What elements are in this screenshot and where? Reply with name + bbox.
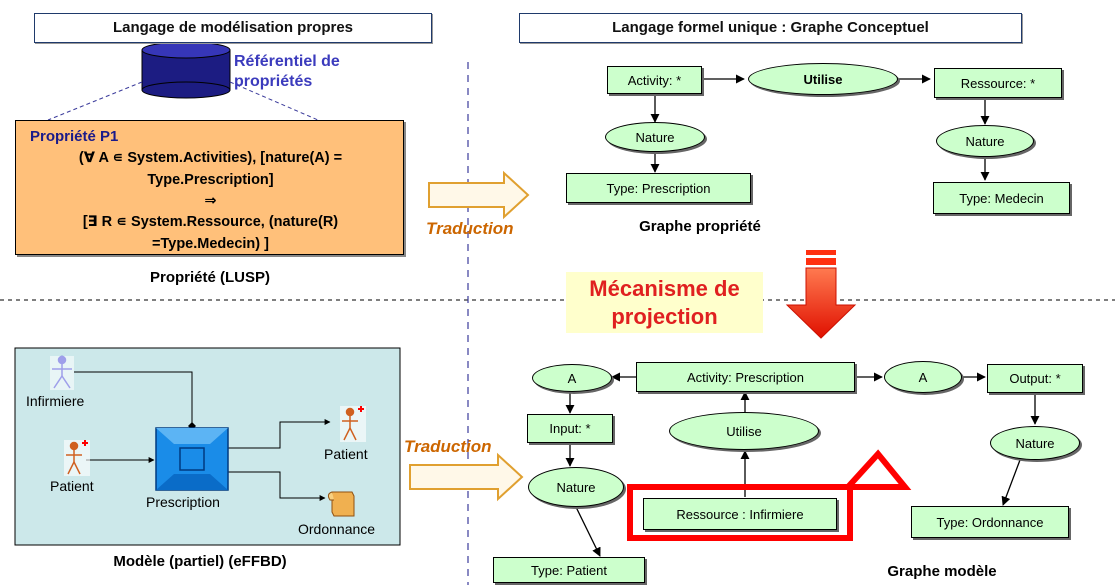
right-header: Langage formel unique : Graphe Conceptue… [519, 13, 1022, 43]
pg-nature-node-right: Nature [936, 125, 1034, 157]
effbd-patient-out-label: Patient [324, 446, 368, 462]
traduction-label-top: Traduction [426, 219, 514, 238]
pg-type-prescription-node: Type: Prescription [566, 173, 751, 203]
property-box: Propriété P1 (∀ A ∊ System.Activities), … [15, 120, 404, 255]
traduction-arrow-bottom [409, 452, 524, 502]
traduction-arrow-top [428, 170, 530, 220]
infirmiere-actor-icon [50, 355, 74, 390]
model-caption: Modèle (partiel) (eFFBD) [113, 553, 287, 570]
effbd-prescription-label: Prescription [146, 494, 220, 510]
mg-ressource-node: Ressource : Infirmiere [643, 498, 837, 530]
pg-activity-node: Activity: * [607, 66, 702, 94]
graphe-propriete-caption: Graphe propriété [639, 218, 761, 235]
highlight-frame [627, 484, 853, 541]
mg-output-node: Output: * [987, 364, 1083, 393]
mg-nature-node-left: Nature [528, 467, 624, 507]
property-title: Propriété P1 [30, 128, 119, 145]
mg-type-ordonnance-node: Type: Ordonnance [911, 506, 1069, 538]
pg-nature-node-left: Nature [605, 122, 705, 152]
mg-activity-node: Activity: Prescription [636, 362, 855, 392]
mg-a-node-right: A [884, 361, 962, 393]
projection-arrow [785, 250, 857, 339]
alert-triangle [841, 449, 912, 490]
left-header: Langage de modélisation propres [34, 13, 432, 43]
mg-nature-node-right: Nature [990, 426, 1080, 460]
effbd-patient-in-label: Patient [50, 478, 94, 494]
pg-utilise-node: Utilise [748, 63, 898, 95]
mg-type-patient-node: Type: Patient [493, 557, 645, 583]
graphe-modele-caption: Graphe modèle [887, 563, 997, 580]
property-formula: (∀ A ∊ System.Activities), [nature(A) = … [78, 150, 343, 252]
ordonnance-document-icon [327, 491, 355, 517]
pg-type-medecin-node: Type: Medecin [933, 182, 1070, 214]
mg-a-node-left: A [532, 364, 612, 392]
patient-actor-icon [64, 440, 90, 476]
effbd-ordonnance-label: Ordonnance [298, 521, 376, 537]
traduction-label-bottom: Traduction [404, 437, 492, 456]
prescription-function-icon [155, 427, 229, 491]
pg-ressource-node: Ressource: * [934, 68, 1062, 98]
mg-input-node: Input: * [527, 414, 613, 443]
effbd-infirmiere-label: Infirmiere [26, 393, 85, 409]
referentiel-label: Référentiel de propriétés [234, 53, 340, 90]
mg-utilise-node: Utilise [669, 412, 819, 450]
property-caption: Propriété (LUSP) [149, 269, 270, 286]
database-icon [141, 41, 231, 99]
patient-output-actor-icon [340, 406, 366, 442]
mecanisme-projection-label: Mécanisme de projection [566, 272, 763, 333]
